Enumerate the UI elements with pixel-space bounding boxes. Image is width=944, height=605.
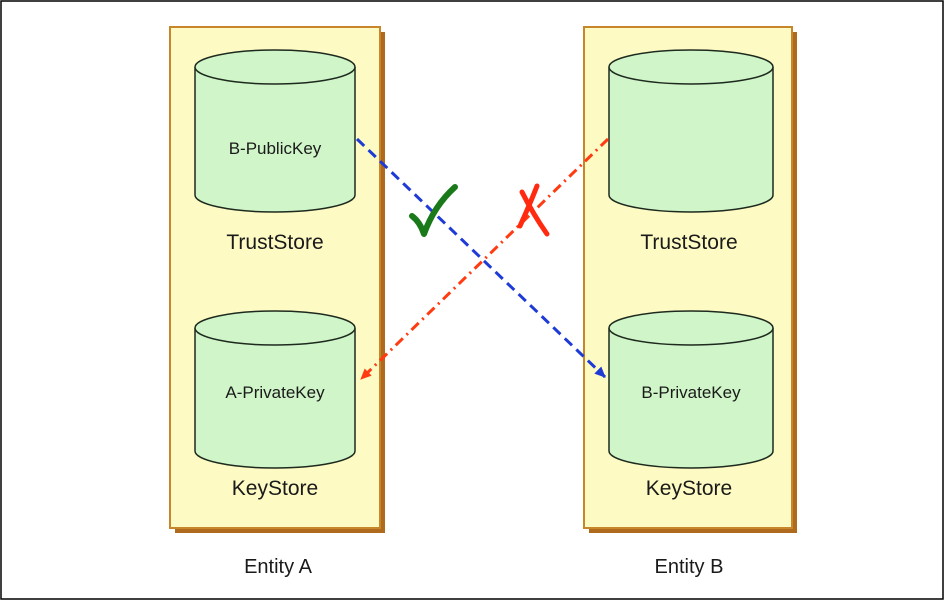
cross-mark-icon bbox=[517, 183, 550, 237]
entity-b-keystore-cylinder bbox=[608, 310, 774, 469]
trust-arrow-a-to-b bbox=[355, 137, 607, 379]
entity-a-label: Entity A bbox=[244, 556, 312, 578]
entity-a-truststore-content: B-PublicKey bbox=[229, 139, 322, 158]
entity-b-label: Entity B bbox=[655, 556, 724, 578]
entity-b-keystore-content: B-PrivateKey bbox=[641, 383, 741, 402]
entity-a-truststore-label: TrustStore bbox=[226, 231, 323, 254]
trust-arrow-b-to-a bbox=[359, 137, 610, 381]
entity-b-truststore-label: TrustStore bbox=[640, 231, 737, 254]
check-mark-icon bbox=[409, 184, 458, 237]
entity-a-keystore-cylinder bbox=[194, 310, 356, 469]
entity-a-keystore-content: A-PrivateKey bbox=[225, 383, 325, 402]
entity-b-truststore-cylinder bbox=[608, 49, 774, 213]
entity-a-keystore-label: KeyStore bbox=[232, 477, 318, 500]
entity-a-truststore-cylinder bbox=[194, 49, 356, 213]
entity-b-keystore-label: KeyStore bbox=[646, 477, 732, 500]
